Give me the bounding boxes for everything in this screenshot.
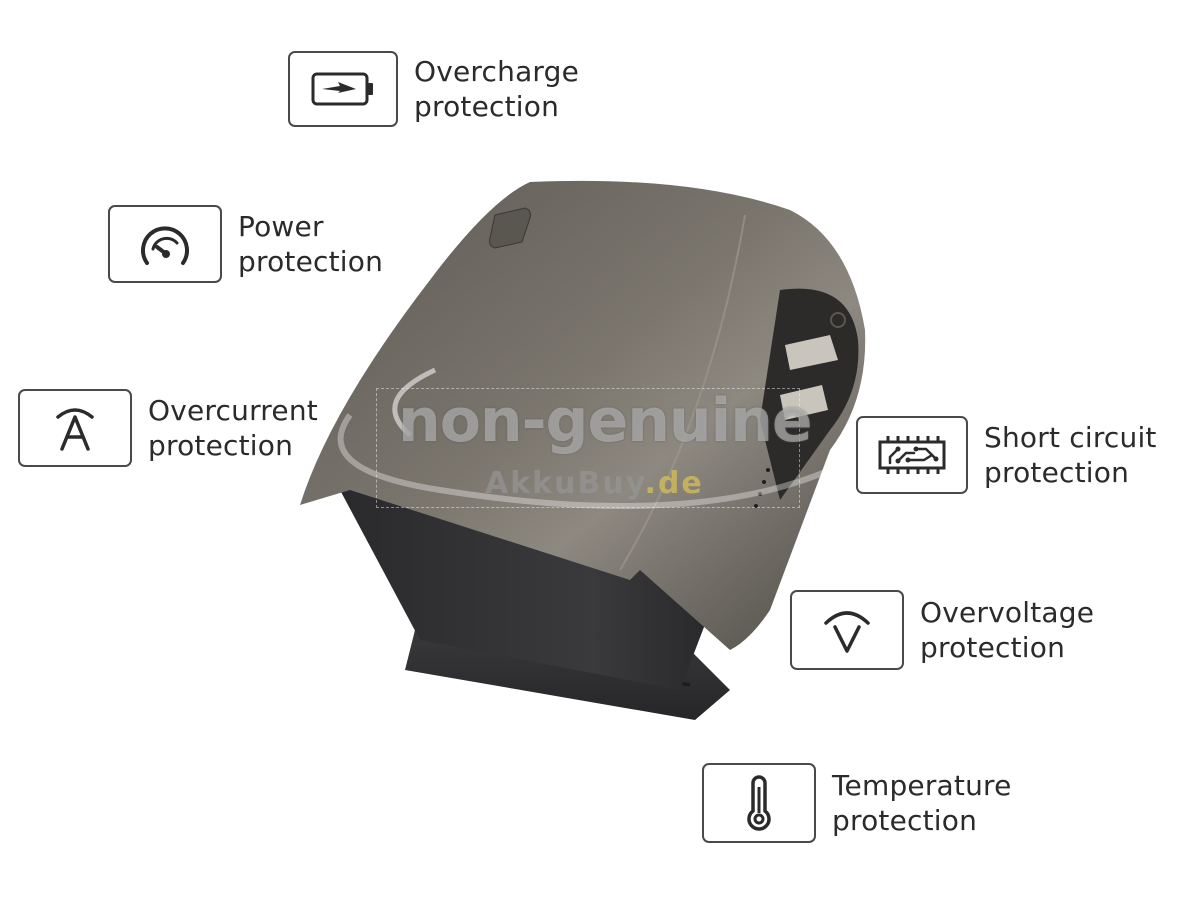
feature-label: Overvoltage protection <box>920 595 1094 665</box>
watermark-brand: AkkuBuy.de <box>485 466 704 501</box>
feature-title: Overcharge <box>414 55 580 88</box>
feature-subtitle: protection <box>920 631 1066 664</box>
ampere-icon <box>18 389 132 467</box>
feature-label: Overcharge protection <box>414 54 579 124</box>
battery-pack-image <box>300 180 866 720</box>
voltage-icon <box>790 590 904 670</box>
battery-charge-icon <box>288 51 398 127</box>
gauge-icon <box>108 205 222 283</box>
feature-subtitle: protection <box>984 456 1130 489</box>
feature-title: Power <box>238 210 324 243</box>
feature-temperature: Temperature protection <box>702 763 1012 843</box>
feature-subtitle: protection <box>238 245 384 278</box>
feature-title: Short circuit <box>984 421 1157 454</box>
feature-subtitle: protection <box>414 90 560 123</box>
watermark-brand-name: AkkuBuy <box>485 466 645 501</box>
feature-label: Overcurrent protection <box>148 393 318 463</box>
feature-label: Power protection <box>238 209 383 279</box>
feature-power: Power protection <box>108 205 383 283</box>
feature-short-circuit: Short circuit protection <box>856 416 1157 494</box>
feature-title: Overcurrent <box>148 394 318 427</box>
circuit-chip-icon <box>856 416 968 494</box>
feature-label: Temperature protection <box>832 768 1012 838</box>
feature-subtitle: protection <box>832 804 978 837</box>
feature-overcharge: Overcharge protection <box>288 51 579 127</box>
feature-title: Temperature <box>832 769 1012 802</box>
feature-overcurrent: Overcurrent protection <box>18 389 318 467</box>
watermark-text: non-genuine <box>398 386 813 456</box>
feature-subtitle: protection <box>148 429 294 462</box>
watermark-tld: .de <box>644 466 704 501</box>
watermark-frame <box>376 388 800 508</box>
thermometer-icon <box>702 763 816 843</box>
feature-label: Short circuit protection <box>984 420 1157 490</box>
feature-title: Overvoltage <box>920 596 1095 629</box>
feature-overvoltage: Overvoltage protection <box>790 590 1094 670</box>
